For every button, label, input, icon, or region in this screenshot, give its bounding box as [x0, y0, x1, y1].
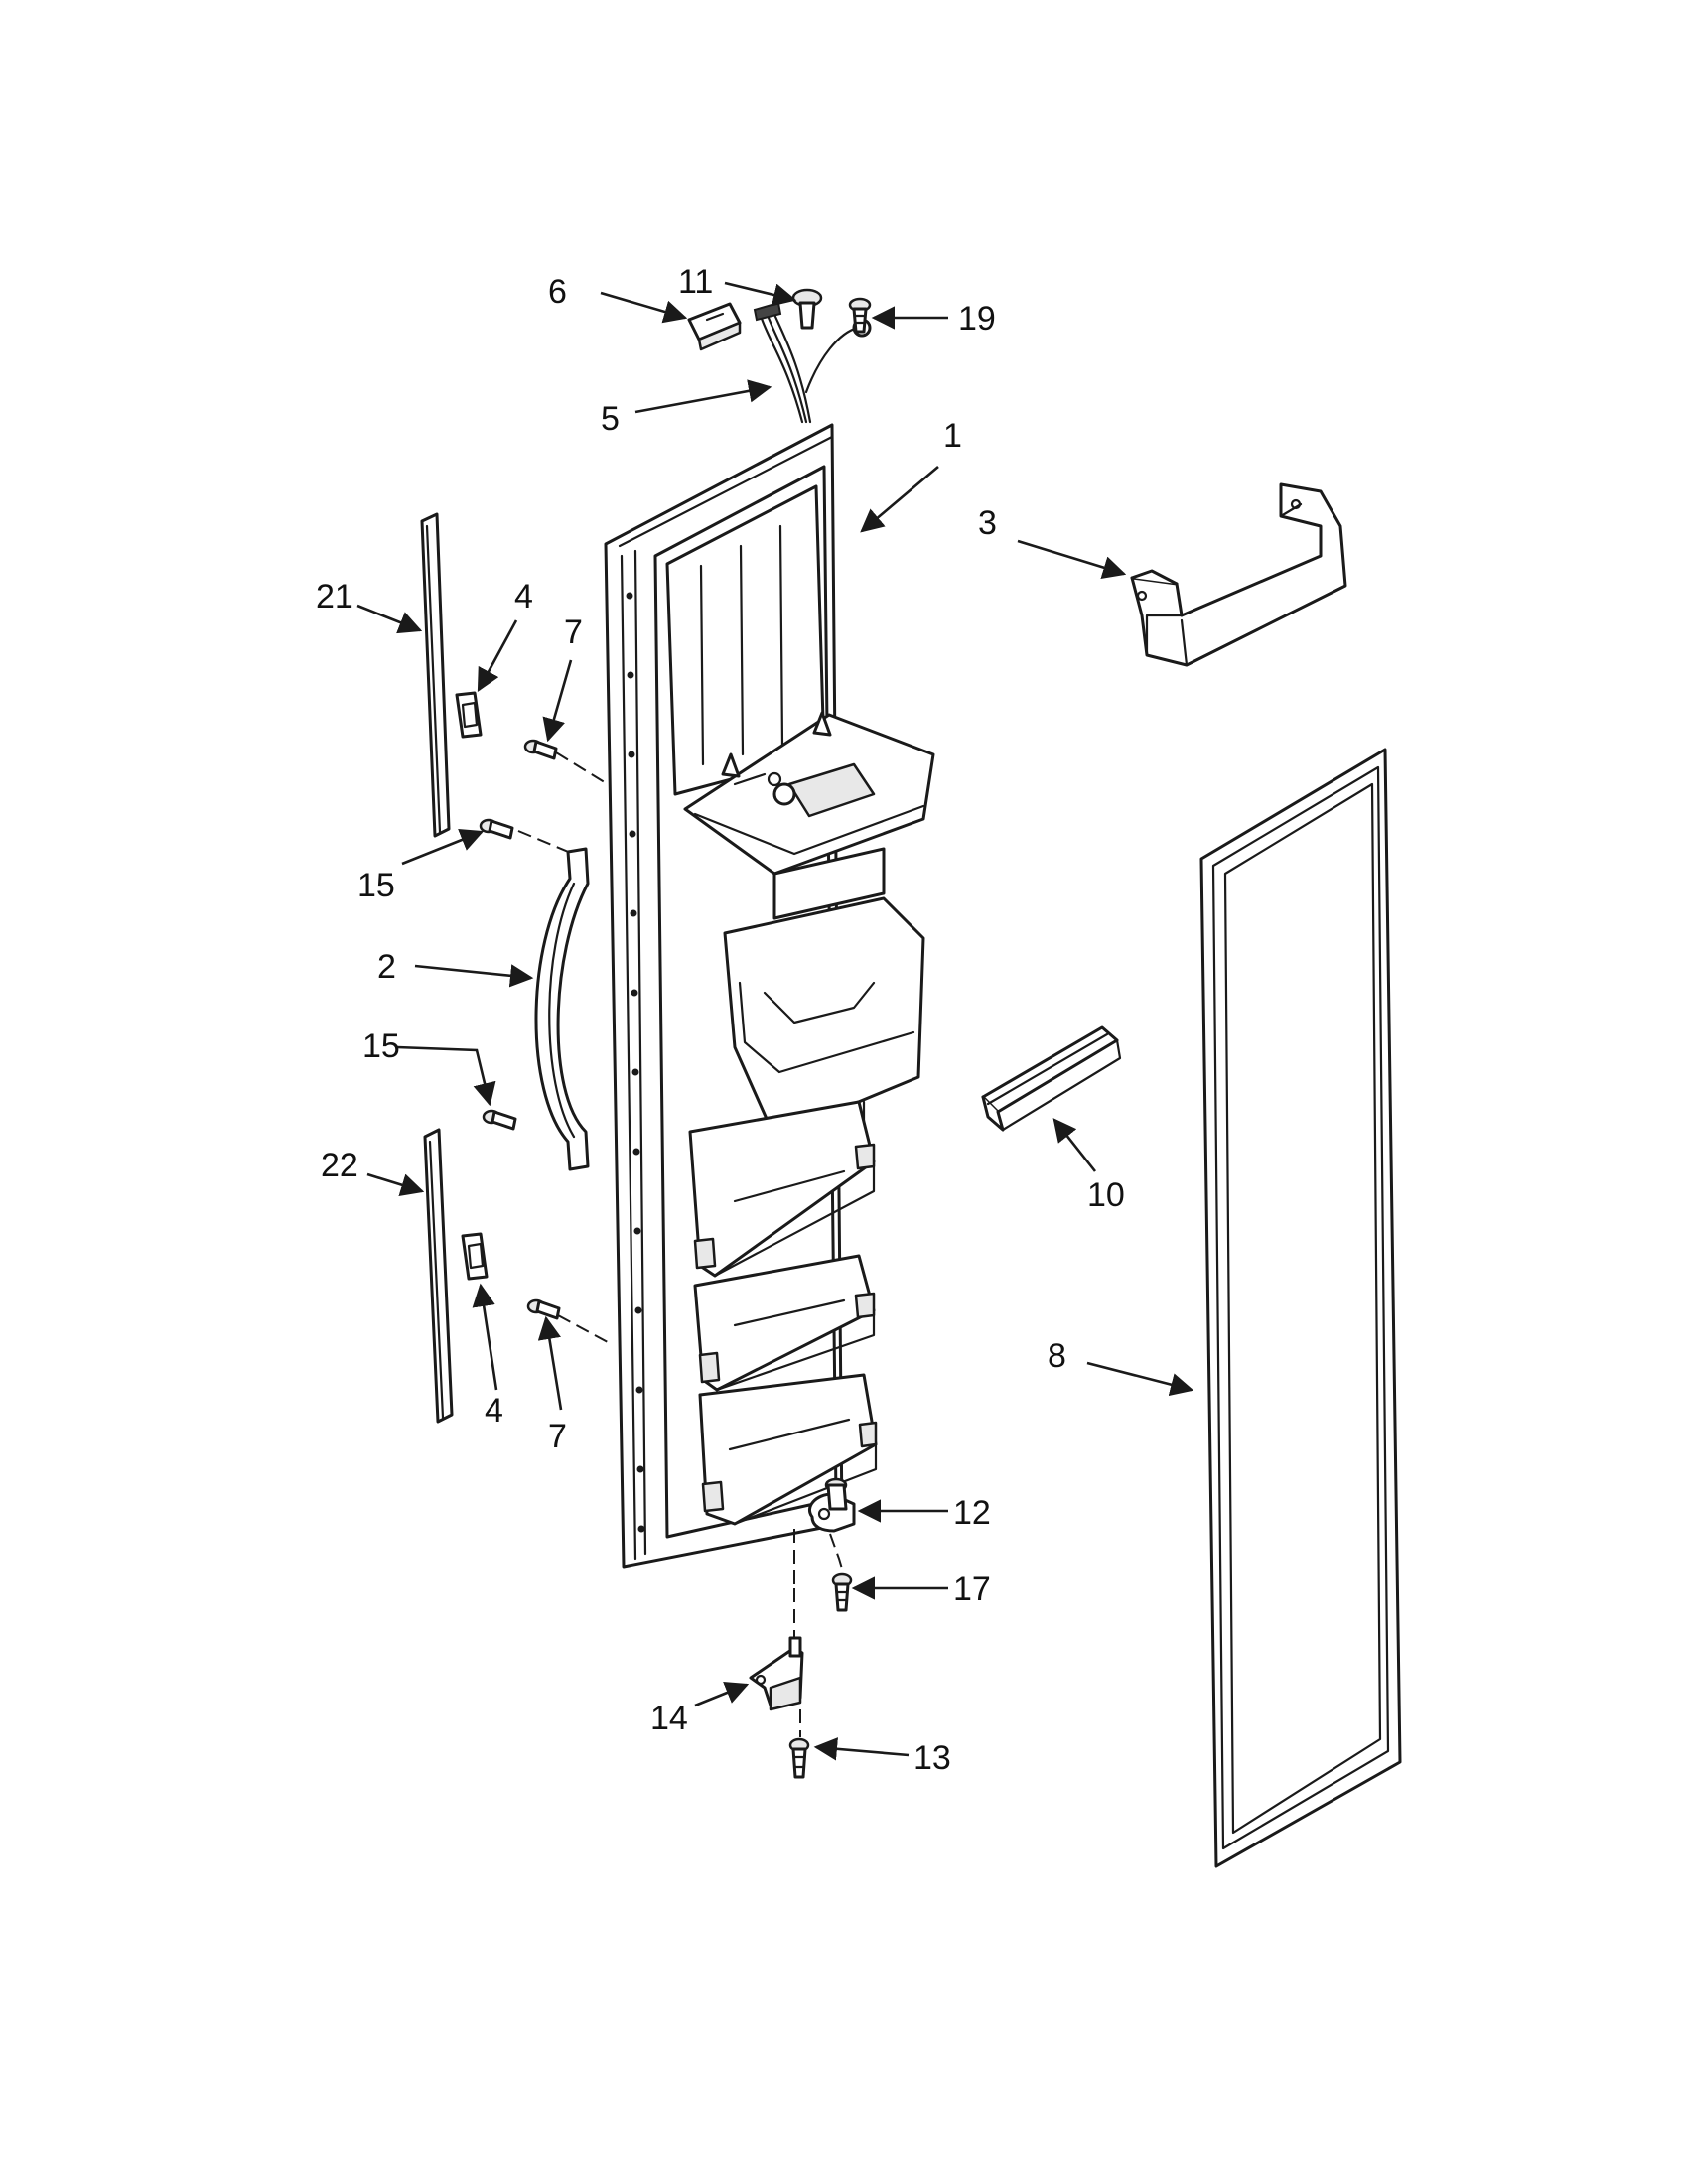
callout-7-upper: 7	[564, 614, 583, 651]
clip-upper-part	[455, 691, 483, 739]
screw-7-upper-part	[523, 739, 558, 760]
door-edge-holes	[626, 592, 645, 1533]
screw-17-part	[831, 1572, 853, 1612]
callout-10: 10	[1087, 1176, 1125, 1214]
callout-leaders	[356, 281, 1194, 1761]
callout-3: 3	[978, 504, 997, 542]
callout-7-lower: 7	[548, 1418, 567, 1455]
callout-4-upper: 4	[514, 578, 533, 615]
callout-1: 1	[943, 417, 962, 455]
hinge-pin-part	[808, 1477, 856, 1570]
door-handle-part	[534, 847, 590, 1171]
screw-19-part	[848, 297, 872, 334]
freezer-door-part	[517, 423, 935, 1569]
callout-21: 21	[316, 578, 353, 615]
trim-strip-21-part	[420, 512, 451, 838]
callout-12: 12	[953, 1494, 991, 1532]
bottom-hinge-part	[749, 1529, 804, 1711]
clip-lower-part	[461, 1232, 489, 1281]
screw-15-lower-part	[482, 1109, 517, 1131]
door-bin-part	[1130, 482, 1347, 667]
door-shelves	[688, 1100, 878, 1526]
callout-4-lower: 4	[485, 1392, 503, 1430]
callout-13: 13	[913, 1739, 951, 1777]
door-gasket-part	[1199, 748, 1402, 1868]
connector-part	[687, 302, 742, 351]
callout-17: 17	[953, 1570, 991, 1608]
callout-6: 6	[548, 273, 567, 311]
trim-strip-22-part	[423, 1128, 454, 1424]
screw-13-part	[788, 1709, 810, 1779]
callout-5: 5	[601, 400, 620, 438]
callout-14: 14	[650, 1700, 688, 1737]
callout-2: 2	[377, 948, 396, 986]
callout-19: 19	[958, 300, 996, 338]
callout-8: 8	[1048, 1337, 1066, 1375]
callout-15-upper: 15	[357, 867, 395, 904]
channel-slide-part	[981, 1025, 1122, 1132]
callout-11: 11	[678, 263, 713, 301]
screw-15-upper-part	[479, 818, 514, 840]
plug-button-part	[791, 288, 823, 330]
callout-labels: 6 11 19 5 1 3 21 4 7 15 2 15 22 4 7 10 8…	[316, 263, 1125, 1777]
screw-7-lower-part	[526, 1298, 561, 1320]
callout-22: 22	[321, 1147, 358, 1184]
callout-15-lower: 15	[362, 1027, 400, 1065]
wire-harness-part	[753, 301, 872, 424]
